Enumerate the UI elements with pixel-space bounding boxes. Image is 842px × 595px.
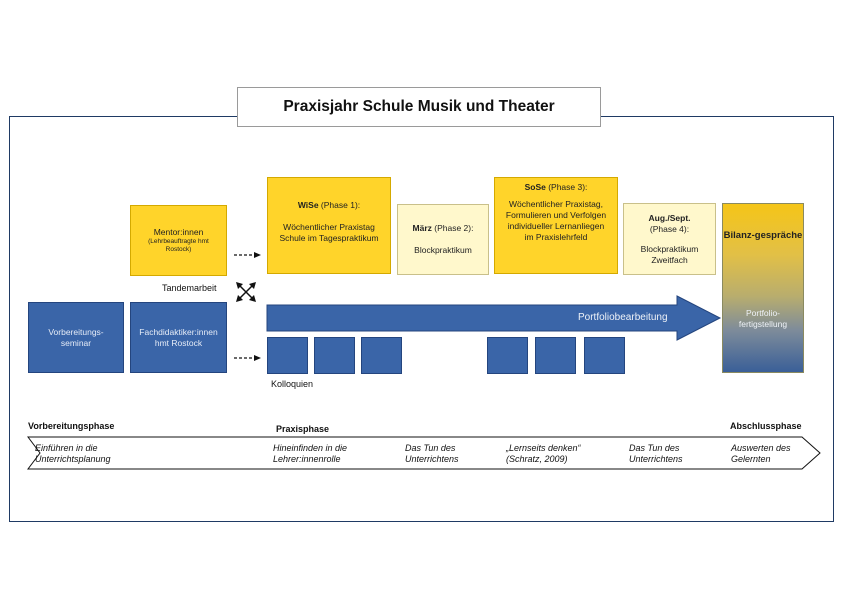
kolloquium-square: [487, 337, 528, 374]
mentor-label: Mentor:innen: [153, 227, 204, 237]
phase1-box: WiSe (Phase 1): Wöchentlicher Praxistag …: [267, 177, 391, 274]
bilanz-subtitle: Portfolio-fertigstellung: [738, 308, 788, 329]
kolloquium-square: [267, 337, 308, 374]
bilanz-box: Bilanz-gespräche Portfolio-fertigstellun…: [722, 203, 804, 373]
kolloquien-label: Kolloquien: [271, 379, 314, 389]
phase1-description: Wöchentlicher Praxistag Schule im Tagesp…: [279, 222, 379, 243]
fachdidaktik-box: Fachdidaktiker:innen hmt Rostock: [130, 302, 227, 373]
phase4-box: Aug./Sept. (Phase 4): Blockpraktikum Zwe…: [623, 203, 716, 275]
phase1-season: WiSe: [297, 200, 319, 210]
phase4-description: Blockpraktikum Zweitfach: [640, 243, 699, 265]
kolloquium-square: [535, 337, 576, 374]
phase1-phase: (Phase 1):: [318, 200, 361, 210]
timeline-arrow: [27, 436, 821, 470]
mentor-dashed-arrow: [234, 252, 261, 258]
timeline-item: Das Tun des Unterrichtens: [405, 443, 459, 464]
timeline-item: Einführen in die Unterrichtsplanung: [35, 443, 111, 464]
vorbereitungsseminar-box: Vorbereitungs-seminar: [28, 302, 124, 373]
portfolio-arrow-label: Portfoliobearbeitung: [578, 312, 668, 323]
phase3-description: Wöchentlicher Praxistag, Formulieren und…: [505, 199, 607, 242]
phase3-box: SoSe (Phase 3): Wöchentlicher Praxistag,…: [494, 177, 618, 274]
fachdidaktik-label: Fachdidaktiker:innen hmt Rostock: [139, 326, 218, 348]
kolloquium-square: [314, 337, 355, 374]
fachdidaktik-dashed-arrow: [234, 355, 261, 361]
vorbereitungsseminar-label: Vorbereitungs-seminar: [48, 326, 104, 348]
phase-label-vorbereitung: Vorbereitungsphase: [28, 421, 115, 431]
timeline-item: Hineinfinden in die Lehrer:innenrolle: [273, 443, 348, 464]
mentor-sublabel: (Lehrbeauftragte hmt Rostock): [148, 238, 209, 253]
tandem-cross-arrows: [236, 282, 256, 302]
mentor-box: Mentor:innen (Lehrbeauftragte hmt Rostoc…: [130, 205, 227, 276]
phase2-description: Blockpraktikum: [414, 245, 472, 255]
timeline-item: Auswerten des Gelernten: [731, 443, 791, 464]
phase-label-abschluss: Abschlussphase: [730, 421, 802, 431]
kolloquium-square: [584, 337, 625, 374]
diagram-title: Praxisjahr Schule Musik und Theater: [237, 87, 601, 127]
phase2-phase: (Phase 2):: [431, 223, 474, 233]
phase2-box: März (Phase 2): Blockpraktikum: [397, 204, 489, 275]
kolloquium-square: [361, 337, 402, 374]
tandem-label: Tandemarbeit: [162, 283, 217, 293]
timeline-item: „Lernseits denken“ (Schratz, 2009): [506, 443, 581, 464]
phase4-phase: (Phase 4):: [649, 223, 690, 234]
phase3-phase: (Phase 3):: [545, 182, 588, 192]
timeline-item: Das Tun des Unterrichtens: [629, 443, 683, 464]
portfolio-arrow: [266, 295, 722, 341]
phase4-season: Aug./Sept.: [648, 212, 691, 223]
bilanz-title: Bilanz-gespräche: [723, 230, 803, 241]
phase-label-praxis: Praxisphase: [276, 424, 330, 434]
phase2-season: März: [412, 223, 432, 233]
phase3-season: SoSe: [524, 182, 546, 192]
